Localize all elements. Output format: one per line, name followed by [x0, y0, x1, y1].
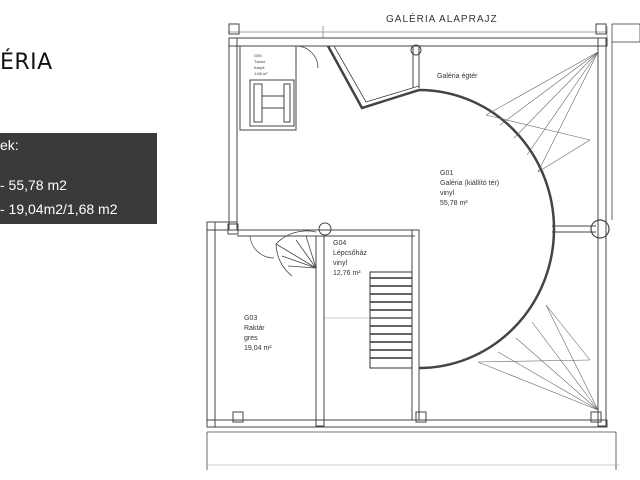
room-g03-name: Raktár — [244, 325, 265, 332]
room-g03-floor: gres — [244, 335, 258, 342]
small-room-label-2: Tároló — [254, 59, 266, 64]
walls — [206, 23, 640, 470]
small-room-label-4: 1,68 m² — [254, 71, 268, 76]
small-room-label-3: Kárpit — [254, 65, 265, 70]
rigging-cables-bottom — [477, 304, 599, 411]
right-column — [590, 219, 610, 239]
info-panel-line-2: - 19,04m2/1,68 m2 — [0, 201, 118, 217]
room-g04-id: G04 — [333, 240, 346, 247]
room-g01-name: Galéria (kiállító tér) — [440, 180, 499, 187]
page-heading-fragment: ÉRIA — [0, 50, 53, 75]
small-storage-room — [239, 45, 319, 131]
room-g03-id: G03 — [244, 315, 257, 322]
info-panel-label: ek: — [0, 137, 19, 153]
room-g03-area: 19,04 m² — [244, 345, 272, 352]
area-info-panel: ek: - 55,78 m2 - 19,04m2/1,68 m2 — [0, 133, 157, 224]
straight-stair — [324, 271, 413, 369]
plan-title: GALÉRIA ALAPRAJZ — [386, 12, 498, 25]
room-g04-floor: vinyl — [333, 260, 347, 267]
gallery-balcony — [326, 45, 556, 370]
room-g01-area: 55,78 m² — [440, 200, 468, 207]
info-panel-line-1: - 55,78 m2 — [0, 177, 67, 193]
room-g01-floor: vinyl — [440, 190, 454, 197]
room-g04-area: 12,76 m² — [333, 270, 361, 277]
room-g04-name: Lépcsőház — [333, 250, 367, 257]
balcony-inner-edge — [333, 45, 420, 103]
room-g01-id: G01 — [440, 170, 453, 177]
small-room-label-1: G05 — [254, 53, 262, 58]
spiral-stair — [275, 230, 317, 277]
balcony-label: Galéria égtér — [437, 73, 478, 80]
rigging-cables-top — [485, 51, 599, 173]
